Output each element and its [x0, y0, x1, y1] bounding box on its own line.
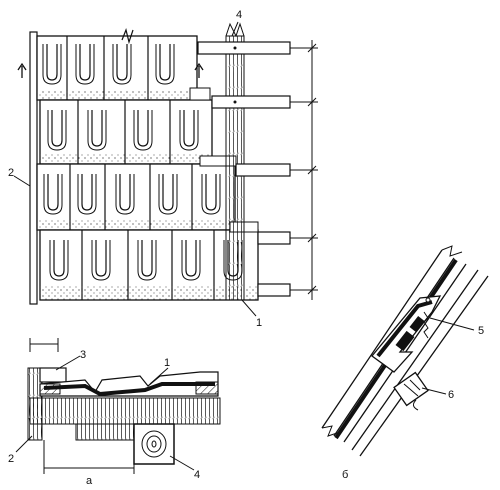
label-6: 6	[448, 389, 454, 401]
break-mark	[121, 28, 134, 45]
eaves-board	[29, 31, 38, 305]
label-3: 3	[80, 349, 86, 361]
label-4-rafter: 4	[236, 9, 242, 21]
tile-courses-view: 4 1 2	[8, 9, 318, 329]
caption-a: а	[86, 475, 93, 487]
detail-a-section: 3 1 2 4 а	[8, 338, 221, 487]
detail-b-section: 5 6 б	[321, 245, 489, 481]
label-2-board: 2	[8, 167, 14, 179]
battens	[197, 41, 291, 297]
label-5: 5	[478, 325, 484, 337]
arrow-up-icon	[17, 62, 27, 78]
tile-course-3	[36, 155, 237, 231]
label-1-tile: 1	[256, 317, 262, 329]
caption-b: б	[342, 469, 348, 481]
label-1: 1	[164, 357, 170, 369]
tile-course-1	[36, 35, 198, 101]
tile-course-2	[39, 87, 213, 165]
label-2: 2	[8, 453, 14, 465]
tile-course-4	[39, 221, 259, 301]
arrow-up-icon	[194, 62, 204, 78]
label-4: 4	[194, 469, 200, 481]
dimension-line	[290, 40, 318, 300]
